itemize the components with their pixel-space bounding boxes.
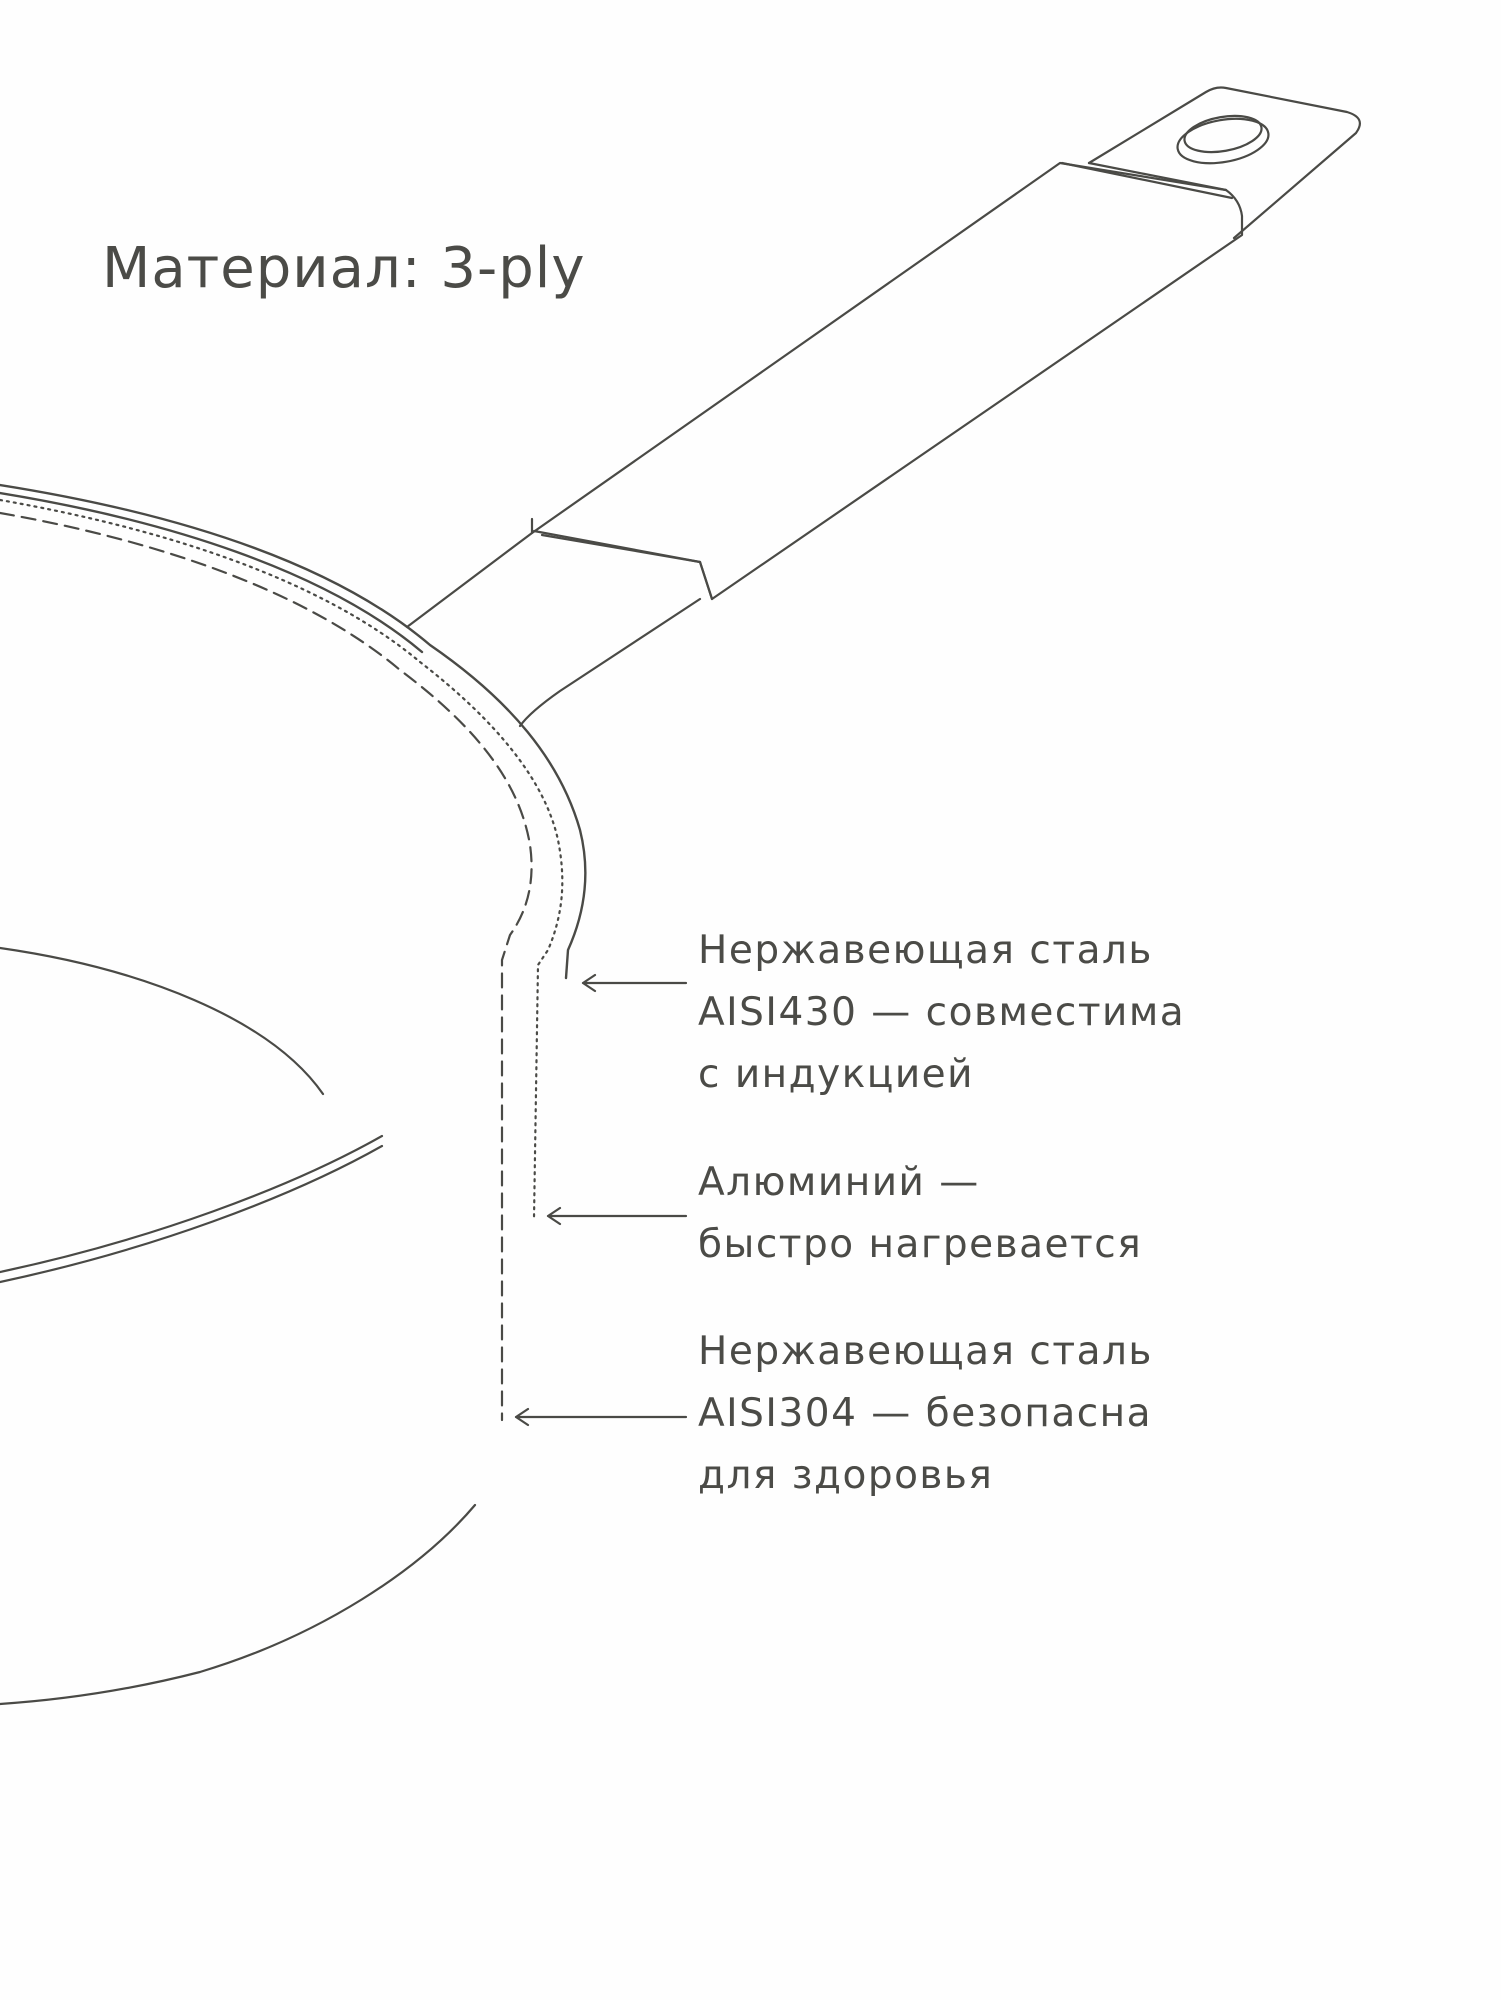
arrow-stainless-outer — [581, 973, 688, 993]
callout-line: Алюминий — — [698, 1160, 980, 1205]
callout-line: быстро нагревается — [698, 1222, 1143, 1267]
grip-inner-edge — [1060, 161, 1234, 200]
rim-outer-solid — [0, 483, 587, 980]
hanging-hole-inner — [1183, 114, 1263, 154]
handle-neck-top — [405, 531, 534, 629]
callout-stainless-aisi430: Нержавеющая сталь AISI430 — совместима с… — [698, 920, 1185, 1106]
callout-line: AISI430 — совместима — [698, 990, 1186, 1035]
inner-lip-inner — [0, 1144, 384, 1284]
rim-dotted-layer — [0, 498, 564, 1220]
hanging-hole — [1176, 117, 1270, 165]
callout-line: для здоровья — [698, 1453, 994, 1498]
handle-tip-outline — [1087, 86, 1361, 240]
pan-base-curve — [0, 1503, 477, 1706]
inner-lip-outer — [0, 1134, 384, 1274]
callout-line: Нержавеющая сталь — [698, 928, 1153, 973]
callout-aluminium: Алюминий — быстро нагревается — [698, 1152, 1142, 1276]
callout-arrows — [514, 973, 688, 1427]
rim-outer-solid-2 — [0, 491, 424, 654]
pan-handle — [405, 86, 1361, 728]
handle-neck-bottom — [518, 597, 702, 728]
pan-body — [0, 946, 477, 1706]
grip-top-outline — [530, 161, 1244, 601]
callout-line: Нержавеющая сталь — [698, 1329, 1153, 1374]
callout-line: AISI304 — безопасна — [698, 1391, 1153, 1436]
material-title: Материал: 3-ply — [102, 236, 586, 301]
pan-rim — [0, 483, 587, 1422]
arrow-aluminium — [546, 1206, 688, 1226]
rim-dashed-layer — [0, 511, 533, 1422]
callout-line: с индукцией — [698, 1052, 975, 1097]
handle-neck-side — [540, 533, 714, 601]
callout-stainless-aisi304: Нержавеющая сталь AISI304 — безопасна дл… — [698, 1321, 1153, 1507]
inner-bottom-curve — [0, 946, 325, 1096]
arrow-stainless-inner — [514, 1407, 688, 1427]
